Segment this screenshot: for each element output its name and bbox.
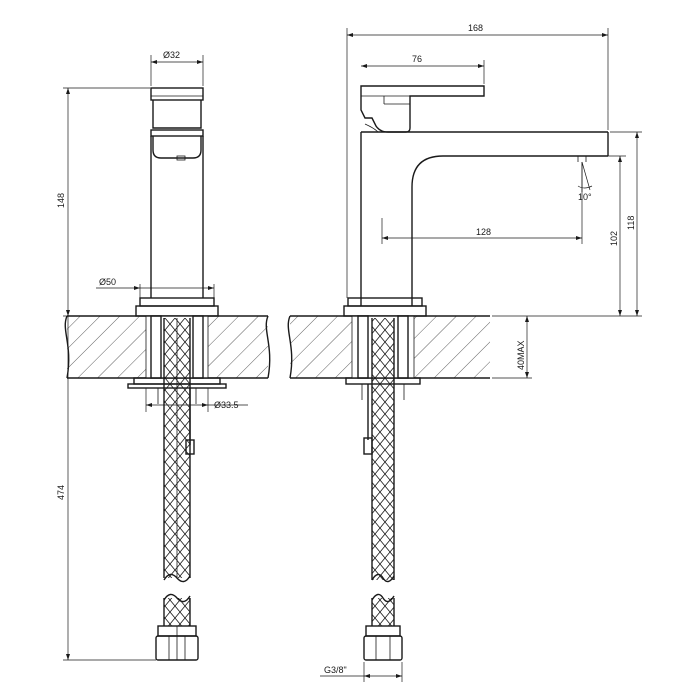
label-side-diameter-base: Ø50 [99,277,116,287]
dim-front-deck-max: 40MAX [492,316,532,379]
label-side-diameter-body: Ø32 [163,50,180,60]
label-side-diameter-shank: Ø33.5 [214,400,239,410]
label-front-angle: 10° [578,192,592,202]
front-faucet-body [343,85,609,317]
side-view: Ø32 148 Ø50 Ø33.5 [56,50,271,661]
label-front-thread: G3/8" [324,665,347,675]
dim-front-handle-length: 76 [361,54,485,84]
label-front-handle-length: 76 [412,54,422,64]
label-front-deck-max: 40MAX [516,340,526,370]
dim-front-total-height: 118 [492,131,642,317]
dim-front-angle: 10° [577,161,593,202]
label-side-total-length: 474 [56,485,66,500]
dim-side-total-length: 474 [56,316,156,661]
front-hoses [363,318,403,661]
side-faucet-body [135,87,219,317]
label-front-spout-reach: 128 [476,227,491,237]
dim-front-thread: G3/8" [320,662,403,682]
dim-side-diameter-base: Ø50 [96,277,215,298]
side-hoses [155,318,199,661]
dim-side-height-body: 148 [56,87,150,317]
front-view: 168 76 128 10° [287,23,642,682]
dim-side-diameter-shank: Ø33.5 [145,388,248,412]
label-front-overall-length: 168 [468,23,483,33]
label-side-height-body: 148 [56,193,66,208]
label-front-spout-height: 102 [609,231,619,246]
dim-side-diameter-body: Ø32 [150,50,204,86]
dim-front-overall-length: 168 [346,23,609,298]
label-front-total-height: 118 [626,216,636,230]
dim-front-spout-height: 102 [588,155,626,316]
